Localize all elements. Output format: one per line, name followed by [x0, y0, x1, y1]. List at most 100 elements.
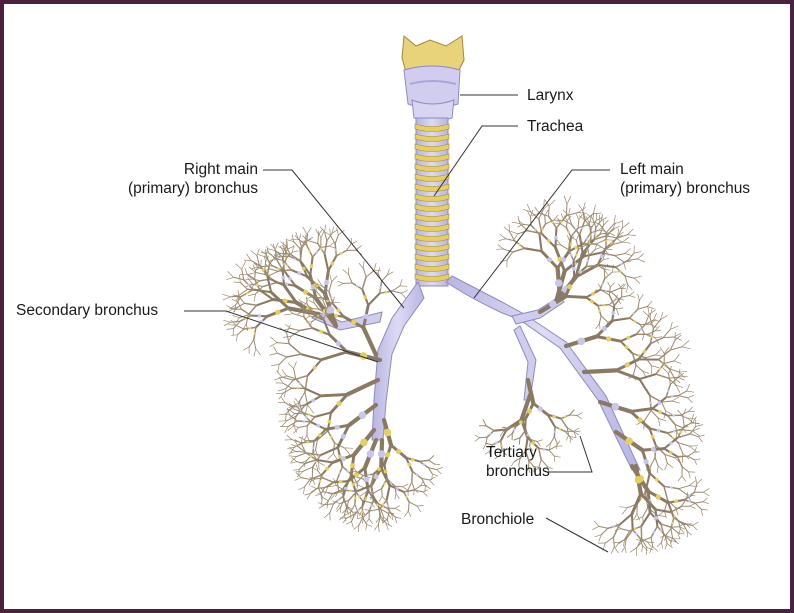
bronchus-branch — [295, 452, 307, 458]
bronchus-branch — [407, 510, 412, 518]
cartilage-plate — [656, 428, 661, 433]
cartilage-ring — [414, 193, 450, 202]
bronchus-branch — [304, 315, 311, 320]
bronchus-branch — [595, 243, 606, 250]
cartilage-plate — [283, 262, 286, 266]
cartilage-plate — [657, 401, 662, 405]
bronchus-branch — [288, 455, 297, 457]
bronchus-branch — [256, 254, 260, 266]
bronchus-branch — [664, 453, 676, 459]
cartilage-plate — [643, 459, 649, 465]
bronchus-branch — [604, 263, 608, 270]
bronchus-branch — [282, 382, 293, 389]
cartilage-plate — [586, 259, 590, 263]
bronchus-branch — [342, 269, 349, 275]
bronchus-branch — [298, 436, 307, 442]
bronchus-branch — [568, 214, 573, 226]
bronchus-branch — [344, 511, 351, 516]
cartilage-plate — [632, 312, 635, 315]
cartilage-plate — [611, 311, 616, 315]
bronchus-branch — [288, 403, 294, 410]
bronchus-branch — [494, 455, 500, 460]
bronchus-branch — [317, 502, 325, 506]
bronchus-branch — [240, 308, 253, 317]
bronchus-branch — [226, 328, 234, 330]
bronchus-branch — [536, 439, 543, 442]
bronchus-branch — [280, 245, 284, 253]
cartilage-plate — [673, 515, 676, 518]
bronchus-branch — [347, 490, 358, 502]
bronchus-branch — [336, 503, 341, 510]
bronchus-branch — [239, 281, 249, 290]
cartilage-plate — [572, 267, 576, 271]
bronchus-branch — [303, 478, 311, 488]
bronchus-branch — [416, 505, 424, 507]
cartilage-plate — [338, 472, 342, 475]
cartilage-plate — [637, 417, 643, 423]
bronchus-branch — [290, 329, 301, 337]
bronchus-branch — [292, 313, 305, 318]
bronchus-branch — [428, 459, 436, 465]
bronchus-branch — [595, 323, 600, 329]
cartilage-plate — [309, 264, 314, 268]
bronchus-branch — [670, 526, 679, 534]
bronchus-branch — [315, 493, 322, 497]
bronchus-branch — [377, 524, 380, 533]
bronchus-branch — [310, 488, 317, 493]
bronchus-branch — [548, 445, 557, 451]
bronchus-branch — [677, 520, 687, 525]
bronchus-branch — [646, 546, 654, 551]
bronchus-branch — [626, 228, 634, 236]
bronchus-branch — [315, 477, 324, 480]
cartilage-plate — [367, 473, 370, 477]
bronchus-branch — [625, 528, 634, 540]
bronchus-branch — [237, 301, 243, 310]
bronchus-branch — [253, 338, 257, 350]
bronchus-branch — [602, 258, 610, 261]
bronchus-branch — [502, 248, 514, 253]
bronchus-branch — [328, 242, 335, 247]
bronchus-branch — [669, 325, 679, 330]
bronchus-branch — [266, 262, 271, 277]
bronchus-branch — [269, 342, 278, 348]
bronchus-branch — [386, 518, 390, 525]
bronchus-branch — [622, 241, 631, 244]
bronchus-branch — [624, 538, 627, 548]
bronchus-branch — [602, 253, 605, 261]
bronchus-branch — [290, 444, 299, 448]
cartilage-ring — [414, 253, 450, 262]
bronchus-branch — [260, 259, 262, 267]
cartilage-plate — [335, 340, 341, 346]
bronchus-branch — [510, 461, 515, 467]
bronchus-branch — [284, 249, 287, 259]
bronchus-branch — [594, 247, 601, 250]
bronchus-branch — [604, 248, 609, 256]
bronchus-branch — [337, 283, 345, 287]
bronchus-branch — [637, 293, 640, 301]
bronchus-branch — [688, 445, 697, 452]
bronchus-branch — [296, 470, 304, 478]
cartilage-plate — [361, 510, 364, 514]
bronchus-branch — [677, 532, 681, 539]
bronchus-branch — [400, 292, 407, 299]
bronchus-branch — [304, 492, 312, 496]
bronchus-branch — [576, 415, 582, 420]
bronchus-branch — [599, 224, 604, 235]
bronchus-branch — [529, 445, 533, 452]
bronchus-branch — [394, 493, 397, 500]
bronchus-branch — [574, 263, 600, 279]
bronchus-branch — [402, 483, 409, 488]
bronchus-branch — [640, 511, 652, 528]
bronchus-branch — [637, 306, 648, 310]
bronchus-branch — [350, 470, 357, 473]
cartilage-plate — [590, 299, 594, 304]
bronchus-branch — [355, 484, 373, 493]
bronchus-branch — [246, 273, 256, 280]
bronchus-branch — [662, 328, 671, 339]
bronchus-branch — [301, 240, 308, 249]
bronchus-branch — [549, 436, 555, 444]
bronchus-branch — [589, 229, 600, 234]
bronchus-branch — [367, 292, 381, 307]
bronchus-branch — [297, 310, 305, 315]
cartilage-plate — [554, 235, 558, 240]
